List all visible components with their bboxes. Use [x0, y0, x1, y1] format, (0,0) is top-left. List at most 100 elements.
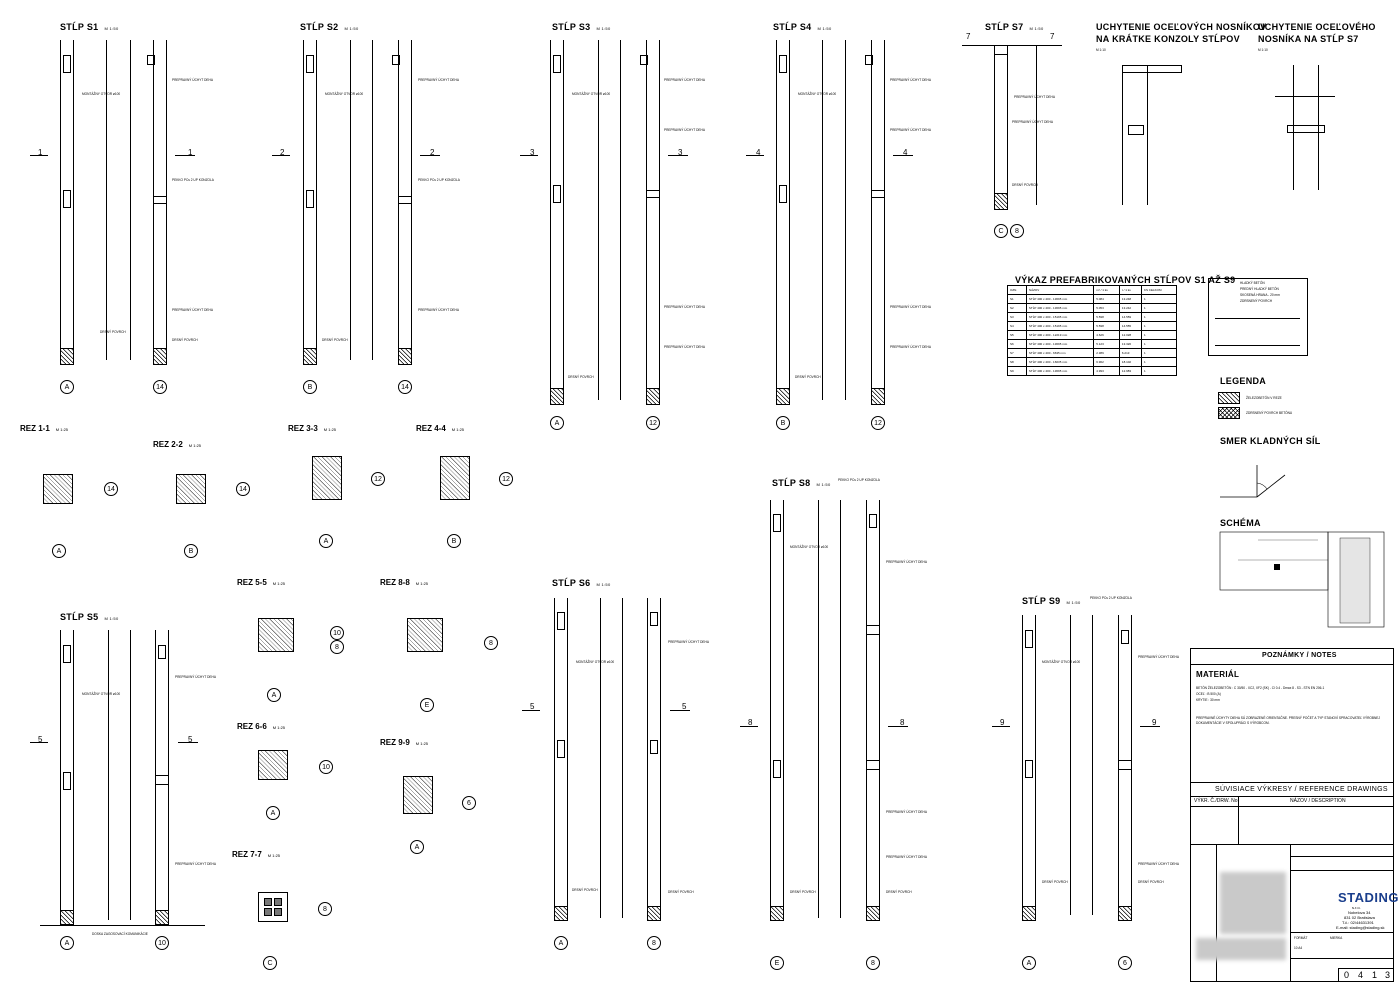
vykaz-header-cell: OZN.: [1007, 285, 1027, 295]
rez-4-axis-b: 12: [499, 472, 513, 486]
company-line-2: Nobelova 34: [1348, 910, 1371, 915]
axis-s5-a: A: [60, 936, 74, 950]
title-block-row: [1290, 958, 1394, 959]
column-s3-side-footing: [646, 388, 660, 405]
section-mark-1-right: [175, 155, 195, 156]
axis-s9-a: A: [1022, 956, 1036, 970]
column-s4-bracket: [779, 185, 787, 203]
column-s1-console: [147, 55, 155, 65]
axis-s4-a: B: [776, 416, 790, 430]
column-s2-footing: [303, 348, 317, 365]
column-s9-bracket: [1025, 760, 1033, 778]
notes-panel: [1190, 648, 1394, 982]
column-s2-bracket: [306, 190, 314, 208]
label-prepravny-s3c: PREPRAVNÝ ÚCHYT DEHA: [664, 305, 705, 309]
axis-s8-a: E: [770, 956, 784, 970]
section-mark-1-left: [30, 155, 48, 156]
label-prepravny-s5: PREPRAVNÝ ÚCHYT DEHA: [175, 675, 216, 679]
material-text-1: BETÓN ŽELEZOBETÓN : C 30/50 - XC2, XF2 (…: [1196, 686, 1325, 690]
title-block-row: [1290, 870, 1394, 871]
company-line-3: 831 02 Bratislava: [1344, 915, 1375, 920]
dim-s3b: [620, 40, 621, 400]
vykaz-header-cell: KS CELKOM: [1140, 285, 1178, 295]
dim-s7: [1036, 45, 1037, 205]
column-s6-console: [650, 612, 658, 626]
section-mark-6-label-r: 5: [682, 702, 687, 711]
label-montazny-s8: MONTÁŽNY OTVOR ø100: [790, 545, 829, 549]
column-s1-side-footing: [153, 348, 167, 365]
label-drsny-s6: DRSNÝ POVRCH: [668, 890, 694, 894]
label-prepravny-s4b: PREPRAVNÝ ÚCHYT DEHA: [890, 128, 931, 132]
drawing-no-digit: 1: [1372, 970, 1378, 980]
section-mark-2-left: [272, 155, 290, 156]
column-s2-side-footing: [398, 348, 412, 365]
dim-s1: [106, 40, 107, 360]
vykaz-title: VÝKAZ PREFABRIKOVANÝCH STĹPOV S1 AŽ S9: [1015, 275, 1236, 285]
rez-3-axis-b: 12: [371, 472, 385, 486]
rez-7-bolt: [274, 908, 282, 916]
dim-s2b: [372, 40, 373, 360]
axis-s6-b: 8: [647, 936, 661, 950]
column-s3-front: [550, 40, 564, 405]
section-mark-6-left: [522, 710, 540, 711]
detail-1-column: [1122, 65, 1148, 205]
label-drsny-s3: DRSNÝ POVRCH: [568, 375, 594, 379]
section-mark-5-left: [30, 742, 48, 743]
column-s1-bracket: [63, 190, 71, 208]
label-prepravny-s1b: PREPRAVNÝ ÚCHYT DEHA: [172, 308, 213, 312]
section-mark-3-label-r: 3: [678, 148, 683, 157]
column-s6-footing: [554, 906, 568, 921]
column-s3-anchor: [553, 55, 561, 73]
section-mark-5-label: 5: [38, 735, 43, 744]
dim-s1b: [130, 40, 131, 360]
notes-divider: [1190, 664, 1394, 665]
column-s4-front: [776, 40, 790, 405]
rez-1-axis-a: A: [52, 544, 66, 558]
legend-surface-1: HLADKÝ BETÓN: [1240, 281, 1265, 285]
column-s9-console: [1121, 630, 1129, 644]
section-mark-9-label-r: 9: [1152, 718, 1157, 727]
column-s6-bracket: [557, 740, 565, 758]
ref-col-2: NÁZOV / DESCRIPTION: [1290, 798, 1346, 804]
column-s8-front: [770, 500, 784, 921]
rez-6-axis-b: 10: [319, 760, 333, 774]
rez-7-bolt: [274, 898, 282, 906]
label-drsny-s1b: DRSNÝ POVRCH: [172, 338, 198, 342]
material-title: MATERIÁL: [1196, 670, 1240, 679]
label-drsny-s9: DRSNÝ POVRCH: [1042, 880, 1068, 884]
section-mark-8-label-r: 8: [900, 718, 905, 727]
dim-s2: [350, 40, 351, 360]
rez-5-axis-c: 8: [330, 640, 344, 654]
label-montazny-s5: MONTÁŽNY OTVOR ø100: [82, 692, 121, 696]
section-mark-2-label-r: 2: [430, 148, 435, 157]
label-prepravny-s5b: PREPRAVNÝ ÚCHYT DEHA: [175, 862, 216, 866]
column-s7: [994, 45, 1008, 210]
rez-4-section: [440, 456, 470, 500]
column-s5-console2: [155, 775, 169, 785]
rez-7-axis-a: C: [263, 956, 277, 970]
rez-2-section: [176, 474, 206, 504]
blurred-signatures: [1220, 872, 1286, 934]
label-prepravny-s1: PREPRAVNÝ ÚCHYT DEHA: [172, 78, 213, 82]
rez-1-axis-b: 14: [104, 482, 118, 496]
column-s1-console2: [153, 196, 167, 204]
column-s6-front: [554, 598, 568, 921]
rez-4-axis-a: B: [447, 534, 461, 548]
vykaz-table: OZN. NÁZOV m³ / 1 ks t / 1 ks KS CELKOM …: [1007, 285, 1178, 376]
